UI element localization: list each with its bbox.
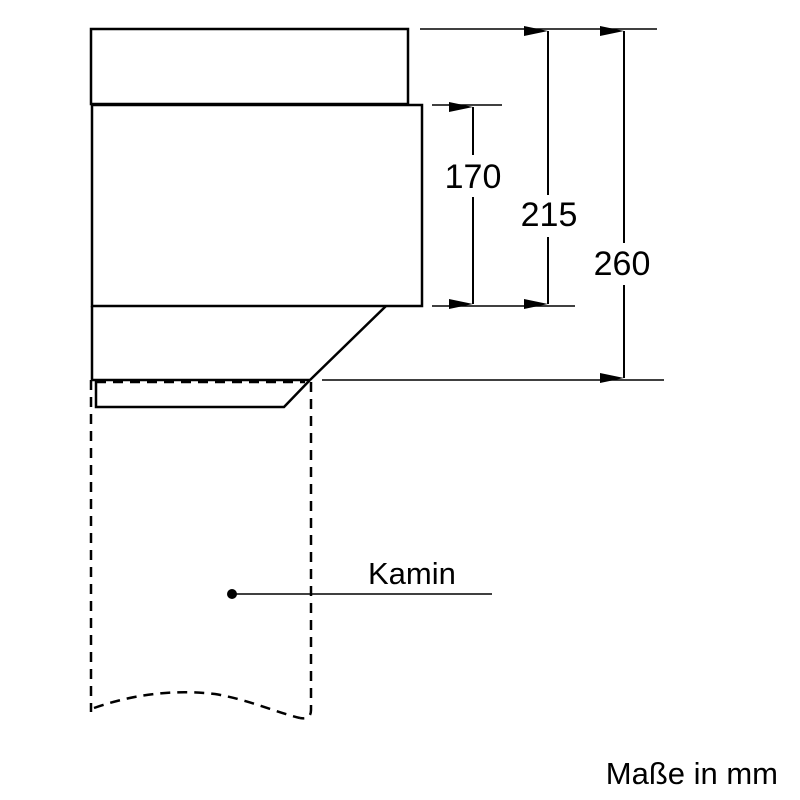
main-module (90, 103, 424, 308)
kamin-leader-dot (227, 589, 237, 599)
extension-lines (232, 28, 664, 595)
units-note: Maße in mm (606, 756, 778, 791)
dim-260-label: 260 (594, 245, 651, 283)
tray (94, 379, 311, 409)
chimney-outline (89, 380, 313, 720)
lower-transition (90, 305, 387, 382)
dim-215-label: 215 (521, 196, 578, 234)
dimension-arrows (449, 26, 625, 383)
kamin-label: Kamin (368, 556, 456, 591)
dim-170-label: 170 (445, 158, 502, 196)
top-module (89, 27, 410, 106)
